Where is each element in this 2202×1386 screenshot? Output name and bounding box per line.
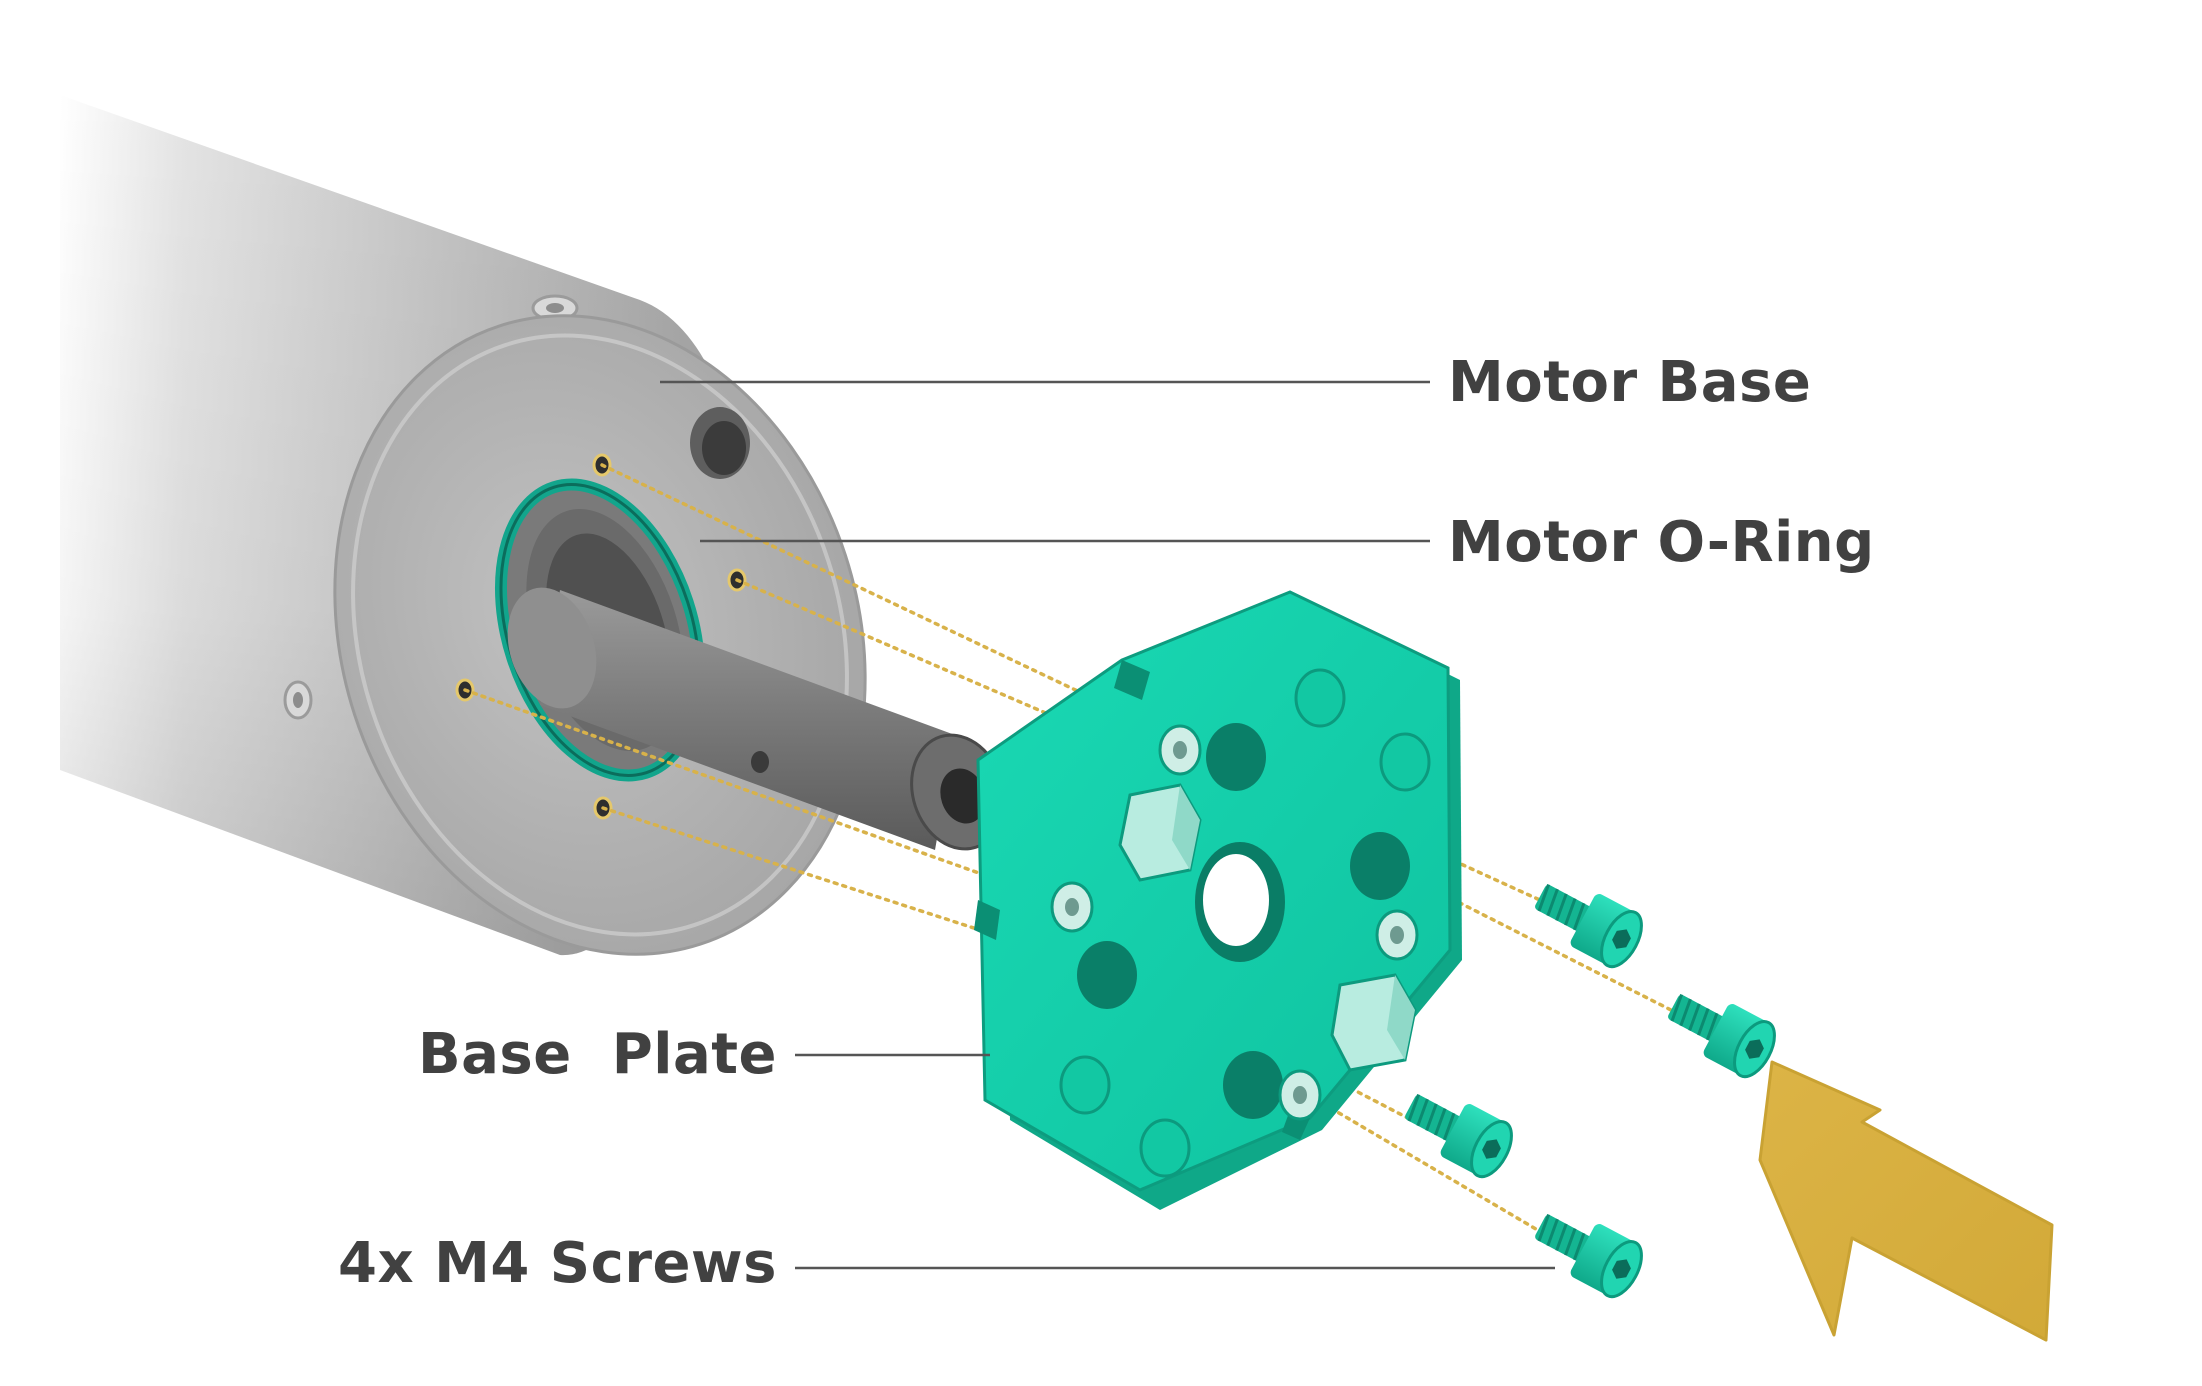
assembly-arrow: [1758, 1060, 2054, 1342]
motor-cylinder-icon: [60, 95, 1006, 956]
base-plate-through-holes: [1077, 723, 1410, 1119]
base-plate-icon: [974, 590, 1462, 1210]
leader-lines: [660, 380, 1555, 1270]
m4-screw: [1405, 1093, 1513, 1179]
m4-screw: [1535, 883, 1643, 969]
m4-screw: [1535, 1213, 1643, 1299]
label-m4-screws: 4x M4 Screws: [338, 1231, 777, 1296]
base-plate-pockets: [1059, 668, 1431, 1178]
m4-screw-icon: [1405, 883, 1776, 1299]
base-plate-tabs: [1118, 783, 1417, 1072]
label-base-plate: Base Plate: [417, 1022, 777, 1087]
motor-shaft: [540, 590, 955, 850]
label-motor-base: Motor Base: [1448, 350, 1812, 415]
m4-screw: [1668, 993, 1776, 1079]
label-motor-oring: Motor O-Ring: [1448, 510, 1875, 575]
shaft-cross-hole: [751, 751, 769, 773]
base-plate-countersunk-screws: [1050, 724, 1419, 1121]
